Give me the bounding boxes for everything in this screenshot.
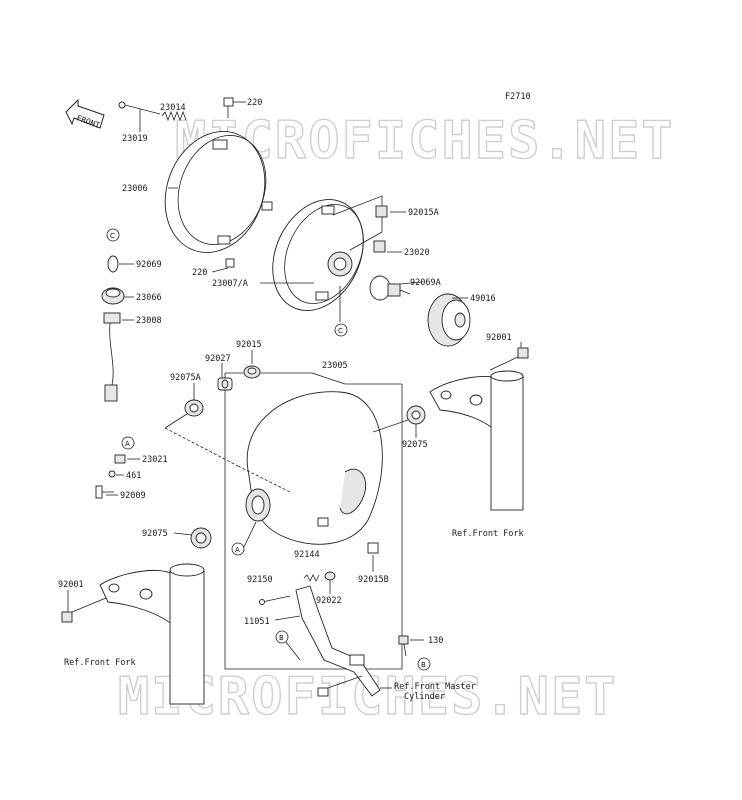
nut-92015-icon — [243, 365, 261, 379]
grommet-92075-right-icon — [406, 405, 426, 425]
rim-23006-icon — [164, 131, 273, 253]
callout-a-top-label: A — [125, 440, 130, 448]
plug-23021-icon — [114, 454, 126, 464]
label-ref-front-fork-left: Ref.Front Fork — [64, 658, 136, 668]
nut-92015A-icon — [375, 205, 388, 218]
bolt-130-icon — [398, 635, 409, 657]
label-92022: 92022 — [316, 596, 342, 606]
nut-92022-icon — [324, 571, 336, 581]
label-23020: 23020 — [404, 248, 430, 258]
label-92001-left: 92001 — [58, 580, 84, 590]
label-23007A: 23007/A — [212, 279, 248, 289]
label-92150: 92150 — [247, 575, 273, 585]
nut-220-bottom-icon — [225, 258, 235, 268]
label-92069: 92069 — [136, 260, 162, 270]
label-49016: 49016 — [470, 294, 496, 304]
callout-c-right: C — [334, 323, 348, 337]
label-23006: 23006 — [122, 184, 148, 194]
label-92075A: 92075A — [170, 373, 201, 383]
label-92075-left: 92075 — [142, 529, 168, 539]
label-ref-master-cylinder-1: Ref.Front Master — [394, 682, 476, 692]
shell-23005-icon — [245, 391, 383, 545]
nut-92015B-icon — [367, 542, 379, 554]
label-23008: 23008 — [136, 316, 162, 326]
front-arrow-icon: FRONT — [65, 98, 105, 130]
figure-code: F2710 — [505, 92, 531, 102]
label-220-top: 220 — [247, 98, 262, 108]
bolt-92001-right-icon — [489, 347, 529, 371]
label-92144: 92144 — [294, 550, 320, 560]
label-92069A: 92069A — [410, 278, 441, 288]
washer-461-icon — [108, 470, 116, 478]
label-23005: 23005 — [322, 361, 348, 371]
label-92015: 92015 — [236, 340, 262, 350]
bulb-92069-icon — [107, 255, 119, 273]
callout-c-left: C — [106, 228, 120, 242]
label-92001-right: 92001 — [486, 333, 512, 343]
callout-b-right: B — [417, 657, 431, 671]
lamp-unit-23007-icon — [272, 199, 364, 311]
label-92015B: 92015B — [358, 575, 389, 585]
label-220-bottom: 220 — [192, 268, 207, 278]
grommet-92075A-icon — [184, 399, 204, 417]
grommet-92075-left-icon — [190, 527, 212, 549]
boot-49016-icon — [427, 293, 471, 347]
label-ref-master-cylinder-2: Cylinder — [404, 692, 445, 702]
label-92015A: 92015A — [408, 208, 439, 218]
fork-bracket-left-icon — [99, 563, 205, 705]
fork-bracket-right-icon — [429, 370, 524, 511]
callout-b-right-label: B — [421, 661, 426, 669]
callout-a-bottom-label: A — [235, 546, 240, 554]
callout-c-left-label: C — [110, 232, 115, 240]
label-23014: 23014 — [160, 103, 186, 113]
grommet-23066-icon — [101, 287, 125, 305]
callout-a-top: A — [121, 436, 135, 450]
callout-c-right-label: C — [338, 327, 343, 335]
bolt-92009-icon — [95, 485, 114, 499]
bolt-92150-icon — [259, 595, 291, 605]
label-130: 130 — [428, 636, 443, 646]
spring-92144-icon — [303, 574, 320, 582]
label-11051: 11051 — [244, 617, 270, 627]
collar-92027-icon — [217, 377, 233, 391]
label-23019: 23019 — [122, 134, 148, 144]
label-ref-front-fork-right: Ref.Front Fork — [452, 529, 524, 539]
spring-23014-icon — [161, 110, 187, 122]
screw-23019-icon — [118, 101, 161, 115]
clip-23020-icon — [373, 240, 386, 253]
label-92075-right: 92075 — [402, 440, 428, 450]
bracket-11051-icon — [295, 585, 381, 697]
socket-23008-icon — [103, 312, 121, 402]
label-23021: 23021 — [142, 455, 168, 465]
callout-b-left-label: B — [279, 634, 284, 642]
bolt-92001-left-icon — [61, 597, 107, 623]
callout-b-left: B — [275, 630, 289, 644]
callout-a-bottom: A — [231, 542, 245, 556]
label-23066: 23066 — [136, 293, 162, 303]
bulb-92069A-icon — [369, 275, 411, 301]
label-461: 461 — [126, 471, 141, 481]
label-92009: 92009 — [120, 491, 146, 501]
label-92027: 92027 — [205, 354, 231, 364]
